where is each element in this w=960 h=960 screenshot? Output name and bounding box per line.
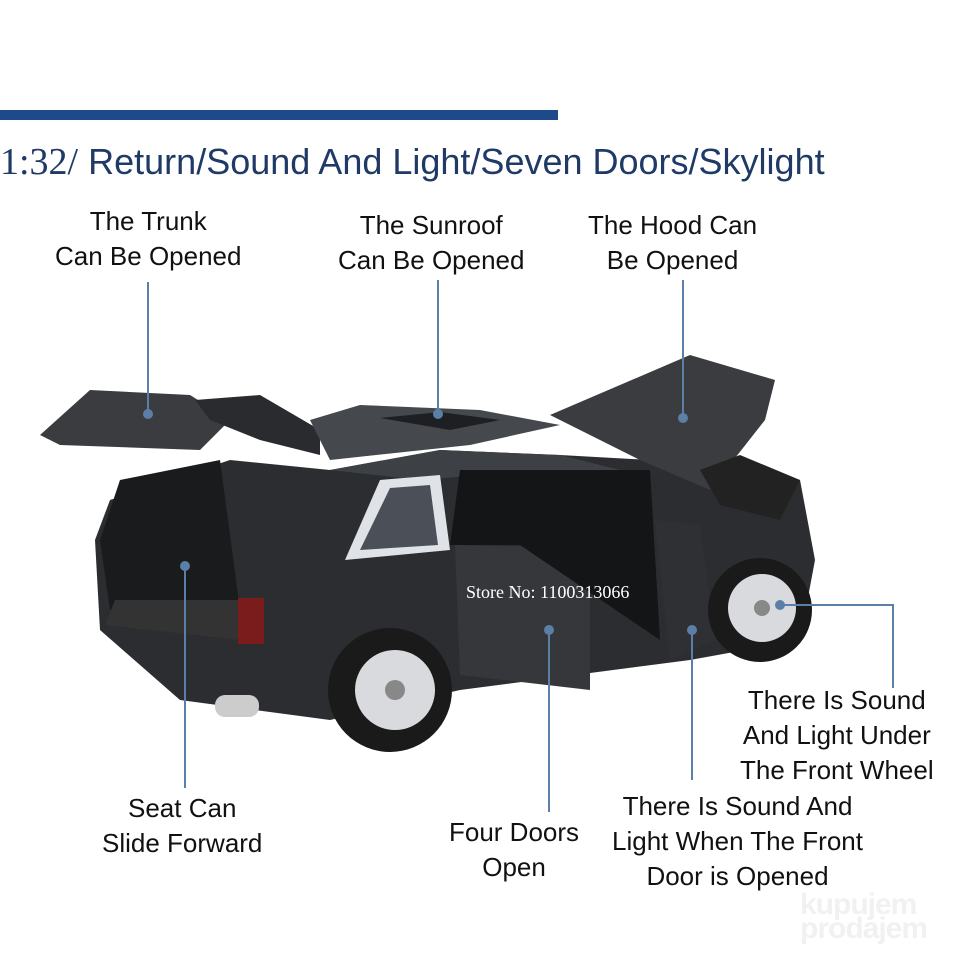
callout-line: There Is Sound And bbox=[622, 791, 853, 821]
scale-label: 1:32/ bbox=[0, 141, 79, 183]
callout-line: Open bbox=[482, 852, 546, 882]
callout-line: Seat Can bbox=[128, 793, 237, 823]
callout-line: The Sunroof bbox=[359, 210, 503, 240]
logo-line: prodajem bbox=[800, 912, 928, 945]
callout-line: And Light Under bbox=[742, 720, 931, 750]
callout-line: The Front Wheel bbox=[740, 755, 934, 785]
callout-line: Can Be Opened bbox=[55, 241, 242, 271]
callout-line: Door is Opened bbox=[646, 861, 829, 891]
logo-line: kupujem bbox=[800, 888, 917, 921]
callout-line: Be Opened bbox=[606, 245, 739, 275]
callout-line: Can Be Opened bbox=[338, 245, 525, 275]
callout-line: Light When The Front bbox=[612, 826, 863, 856]
callout-line: There Is Sound bbox=[747, 685, 926, 715]
page-title: 1:32/ Return/Sound And Light/Seven Doors… bbox=[0, 140, 825, 184]
callout-hood: The Hood Can Be Opened bbox=[588, 208, 757, 278]
store-watermark: Store No: 1100313066 bbox=[466, 582, 630, 602]
callout-line: Four Doors bbox=[449, 817, 580, 847]
callout-line: Slide Forward bbox=[102, 828, 263, 858]
header-accent-bar bbox=[0, 110, 558, 120]
callout-line: The Hood Can bbox=[588, 210, 758, 240]
callout-line: The Trunk bbox=[89, 206, 207, 236]
leader-lines bbox=[143, 280, 894, 812]
features-label: Return/Sound And Light/Seven Doors/Skyli… bbox=[88, 141, 825, 182]
